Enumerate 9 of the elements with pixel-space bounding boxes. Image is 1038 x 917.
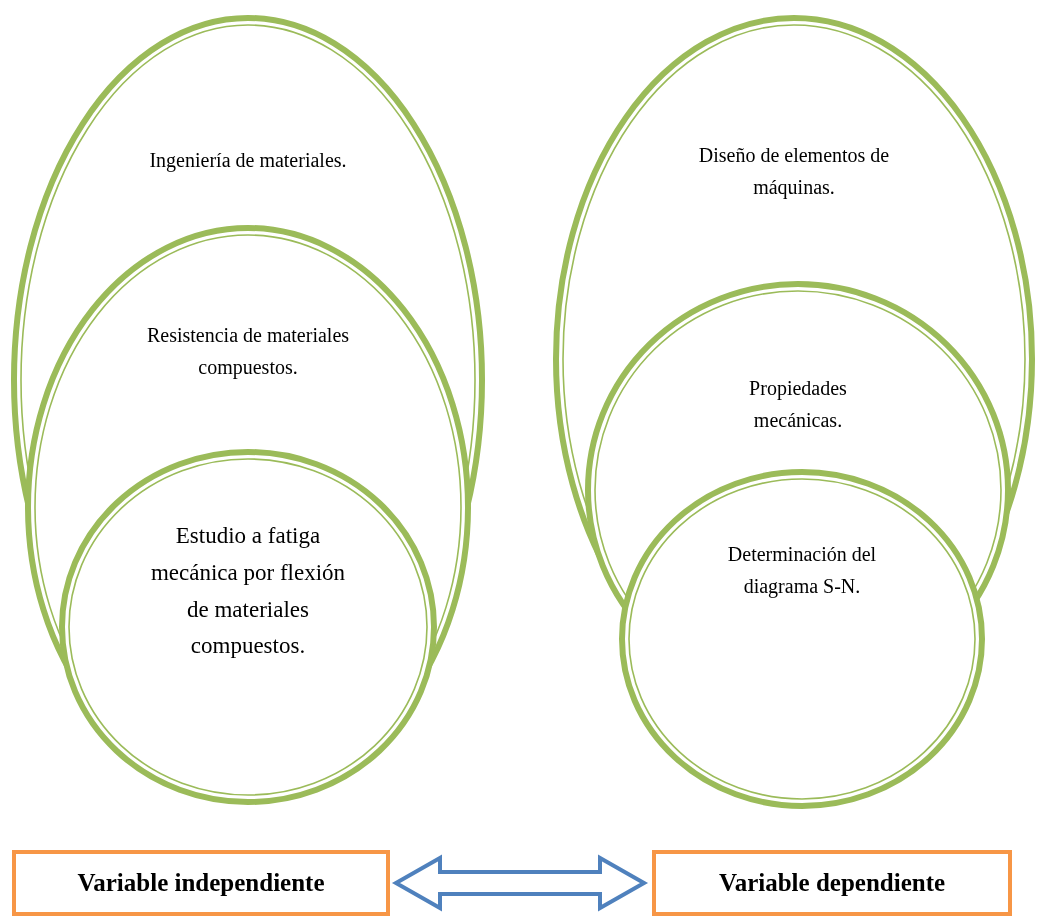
node-label: Determinación del diagrama S-N. — [726, 542, 878, 600]
node-label: Propiedades mecánicas. — [748, 376, 848, 433]
variable-box: Variable independiente — [12, 850, 390, 916]
variable-box: Variable dependiente — [652, 850, 1012, 916]
double-arrow — [391, 854, 649, 912]
node-label: Estudio a fatiga mecánica por flexión de materiales compuestos. — [149, 522, 347, 661]
node-label: Diseño de elementos de máquinas. — [697, 143, 891, 201]
node-label: Resistencia de materiales compuestos. — [145, 323, 351, 381]
node-label: Ingeniería de materiales. — [148, 148, 348, 174]
